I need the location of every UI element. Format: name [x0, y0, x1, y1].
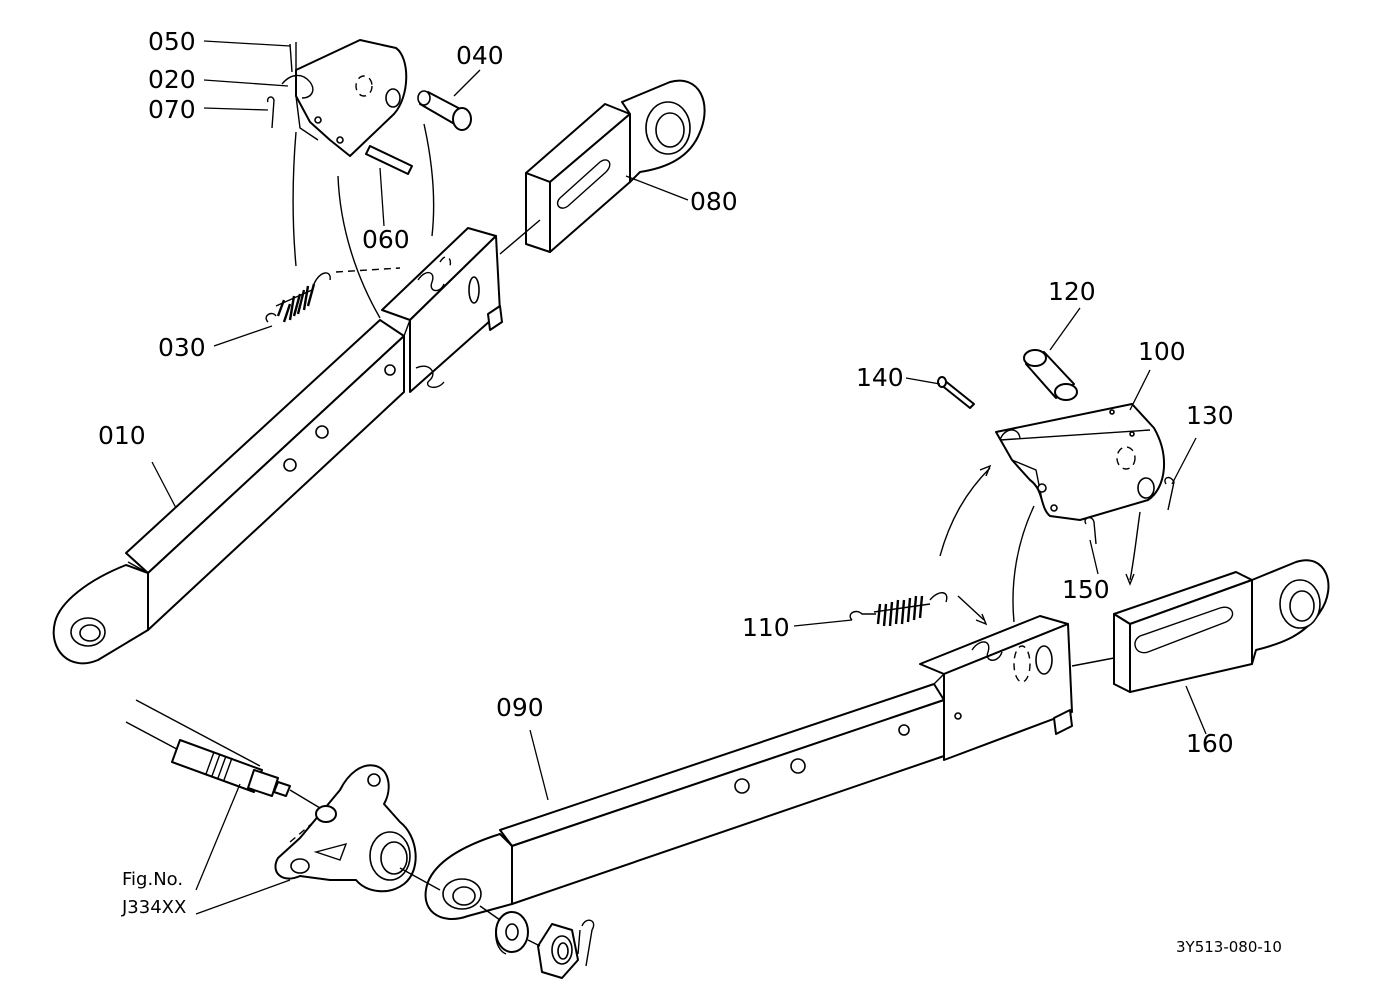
part-110-spring — [849, 592, 948, 627]
drawing-code: 3Y513-080-10 — [1176, 938, 1282, 956]
leader-lines — [151, 40, 1207, 915]
callout-050: 050 — [148, 27, 196, 56]
part-150-cotter-pin — [1084, 516, 1097, 545]
callout-030: 030 — [158, 333, 206, 362]
part-090-hook-body — [919, 615, 1073, 761]
callout-140: 140 — [856, 363, 904, 392]
castle-nut — [537, 923, 579, 979]
part-130-cotter-pin — [1164, 476, 1175, 511]
part-040-pin — [417, 90, 472, 131]
callout-090: 090 — [496, 693, 544, 722]
cotter-pin-nut — [577, 919, 595, 967]
part-090-lift-arm — [424, 683, 945, 920]
callout-060: 060 — [362, 225, 410, 254]
part-010-hook-body — [381, 227, 503, 393]
callout-labels: 050 020 070 040 060 080 030 010 090 120 … — [98, 27, 1234, 758]
lower-left-guides — [289, 789, 541, 947]
callout-110: 110 — [742, 613, 790, 642]
figure-ref-number: J334XX — [121, 897, 186, 918]
upper-assembly-guides — [292, 123, 541, 319]
part-070-cotter-pin — [266, 96, 275, 129]
part-080-clevis-end — [621, 79, 706, 183]
callout-040: 040 — [456, 41, 504, 70]
part-050-snap-pin — [289, 42, 297, 73]
part-060-roll-pin — [365, 145, 413, 175]
callout-020: 020 — [148, 65, 196, 94]
part-020-latch-plate — [281, 39, 408, 157]
figure-reference: Fig.No. J334XX — [121, 869, 186, 918]
callout-010: 010 — [98, 421, 146, 450]
shaft — [125, 699, 291, 797]
part-160-spacer-block — [1113, 571, 1253, 693]
part-120-pin — [1023, 349, 1078, 401]
part-100-latch-plate — [995, 403, 1165, 521]
callout-070: 070 — [148, 95, 196, 124]
lower-assembly-guides — [939, 429, 1151, 667]
callout-120: 120 — [1048, 277, 1096, 306]
part-010-lift-arm — [52, 319, 405, 665]
part-030-spring — [265, 272, 331, 323]
callout-150: 150 — [1062, 575, 1110, 604]
washer — [495, 911, 529, 955]
bracket — [274, 764, 417, 893]
figure-ref-label: Fig.No. — [122, 869, 183, 890]
callout-080: 080 — [690, 187, 738, 216]
callout-100: 100 — [1138, 337, 1186, 366]
part-160-clevis-end — [1251, 559, 1330, 665]
callout-160: 160 — [1186, 729, 1234, 758]
part-080-spacer-block — [525, 103, 631, 253]
part-140-roll-pin — [937, 376, 975, 409]
callout-130: 130 — [1186, 401, 1234, 430]
